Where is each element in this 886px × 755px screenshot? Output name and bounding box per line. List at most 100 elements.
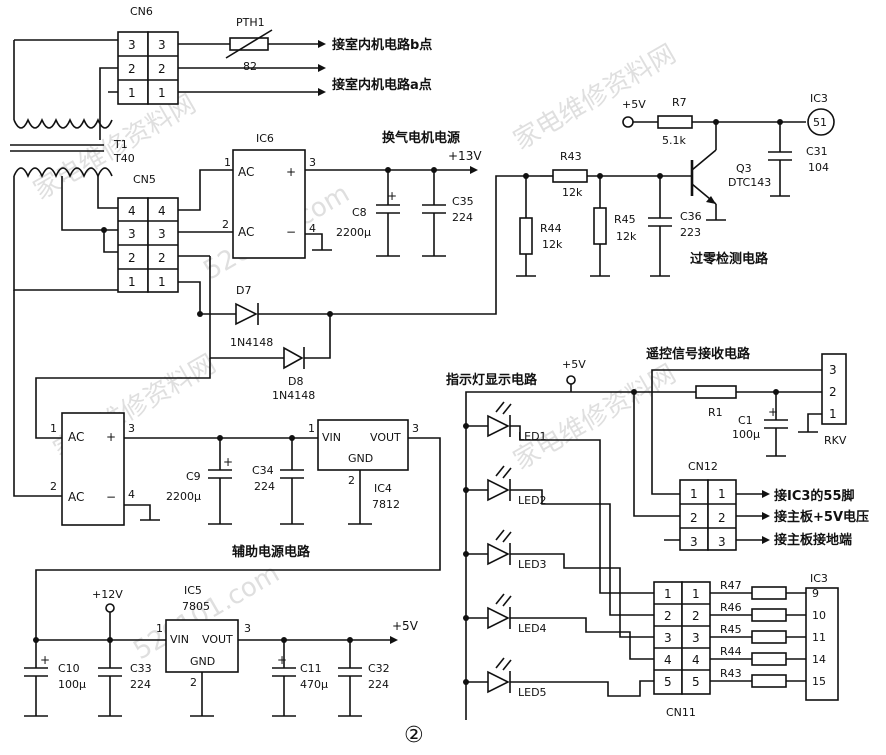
svg-text:1: 1	[156, 622, 163, 635]
svg-text:+5V: +5V	[562, 358, 586, 371]
rail-5v-remote: +5V	[562, 358, 696, 517]
svg-text:C31: C31	[806, 145, 828, 158]
svg-text:2: 2	[128, 251, 136, 265]
svg-text:GND: GND	[348, 452, 373, 465]
ic3-pin-label: 9	[812, 587, 819, 600]
zero-cross-label: 过零检测电路	[690, 251, 769, 267]
svg-text:2: 2	[50, 480, 57, 493]
svg-text:3: 3	[158, 38, 166, 52]
ic3-pin51: IC3 51	[807, 92, 835, 136]
svg-text:470μ: 470μ	[300, 678, 328, 691]
svg-text:1: 1	[158, 275, 166, 289]
svg-text:1: 1	[158, 86, 166, 100]
svg-text:VOUT: VOUT	[202, 633, 233, 646]
ic3-pin-label: 14	[812, 653, 826, 666]
svg-text:7805: 7805	[182, 600, 210, 613]
svg-text:+: +	[106, 430, 116, 444]
svg-text:1: 1	[128, 86, 136, 100]
r7-resistor: +5V R7 5.1k	[622, 96, 806, 147]
svg-text:VIN: VIN	[170, 633, 189, 646]
c10-capacitor: + C10 100μ	[24, 640, 86, 717]
resistor-label: R47	[720, 579, 742, 592]
svg-text:DTC143: DTC143	[728, 176, 771, 189]
led-common-rail	[465, 391, 575, 720]
resistor-label: R44	[720, 645, 742, 658]
c35-capacitor: C35 224	[422, 167, 474, 257]
svg-text:2: 2	[692, 609, 700, 623]
svg-text:3: 3	[664, 631, 672, 645]
svg-text:4: 4	[309, 222, 316, 235]
resistor-r44: R44 14	[710, 645, 826, 666]
svg-text:IC5: IC5	[184, 584, 202, 597]
svg-text:3: 3	[309, 156, 316, 169]
svg-text:3: 3	[690, 535, 698, 549]
svg-text:2: 2	[158, 251, 166, 265]
svg-text:IC3: IC3	[810, 92, 828, 105]
svg-text:12k: 12k	[542, 238, 563, 251]
ic4-regulator: VIN VOUT GND 1 3 2 IC4 7812	[35, 419, 441, 640]
svg-text:C9: C9	[186, 470, 201, 483]
svg-text:2: 2	[222, 218, 229, 231]
led-5: LED5	[463, 657, 654, 699]
svg-text:3: 3	[128, 227, 136, 241]
svg-text:R44: R44	[540, 222, 562, 235]
svg-text:2200μ: 2200μ	[336, 226, 371, 239]
led-label: LED1	[518, 430, 547, 443]
aux-power-label: 辅助电源电路	[232, 544, 311, 560]
svg-text:RKV: RKV	[824, 434, 847, 447]
svg-text:3: 3	[128, 422, 135, 435]
led-label: LED2	[518, 494, 547, 507]
svg-text:−: −	[286, 225, 296, 239]
r1-resistor: R1	[695, 385, 737, 419]
svg-text:4: 4	[664, 653, 672, 667]
led-label: LED4	[518, 622, 547, 635]
svg-text:1: 1	[664, 587, 672, 601]
svg-text:PTH1: PTH1	[236, 16, 265, 29]
svg-text:+: +	[40, 653, 50, 667]
svg-text:2200μ: 2200μ	[166, 490, 201, 503]
svg-text:C11: C11	[300, 662, 322, 675]
svg-text:T1: T1	[113, 138, 128, 151]
svg-text:1: 1	[308, 422, 315, 435]
c9-capacitor: + C9 2200μ	[166, 435, 233, 525]
svg-text:12k: 12k	[562, 186, 583, 199]
svg-text:接室内机电路a点: 接室内机电路a点	[332, 77, 432, 93]
remote-label: 遥控信号接收电路	[646, 346, 751, 362]
svg-text:+: +	[387, 189, 397, 203]
svg-text:100μ: 100μ	[58, 678, 86, 691]
svg-text:T40: T40	[113, 152, 135, 165]
resistor-label: R43	[720, 667, 742, 680]
svg-text:CN11: CN11	[666, 706, 696, 719]
svg-text:CN6: CN6	[130, 5, 153, 18]
svg-text:AC: AC	[238, 225, 254, 239]
svg-text:GND: GND	[190, 655, 215, 668]
svg-text:1: 1	[829, 407, 837, 421]
svg-text:3: 3	[158, 227, 166, 241]
svg-text:4: 4	[128, 488, 135, 501]
svg-text:82: 82	[243, 60, 257, 73]
svg-text:12k: 12k	[616, 230, 637, 243]
svg-text:2: 2	[128, 62, 136, 76]
c36-capacitor: C36 223	[648, 173, 702, 277]
svg-text:2: 2	[664, 609, 672, 623]
svg-text:4: 4	[158, 204, 166, 218]
svg-text:R43: R43	[560, 150, 582, 163]
svg-text:224: 224	[368, 678, 389, 691]
svg-text:1: 1	[224, 156, 231, 169]
svg-text:C1: C1	[738, 414, 753, 427]
led-4: LED4	[463, 593, 654, 660]
svg-text:接室内机电路b点: 接室内机电路b点	[332, 37, 432, 53]
svg-text:3: 3	[829, 363, 837, 377]
ic3-pin-label: 15	[812, 675, 826, 688]
svg-text:5: 5	[664, 675, 672, 689]
aux-bridge: AC AC + − 1 2 3 4	[13, 290, 318, 526]
svg-text:D7: D7	[236, 284, 251, 297]
svg-text:5.1k: 5.1k	[662, 134, 686, 147]
svg-text:C10: C10	[58, 662, 80, 675]
svg-text:C34: C34	[252, 464, 274, 477]
